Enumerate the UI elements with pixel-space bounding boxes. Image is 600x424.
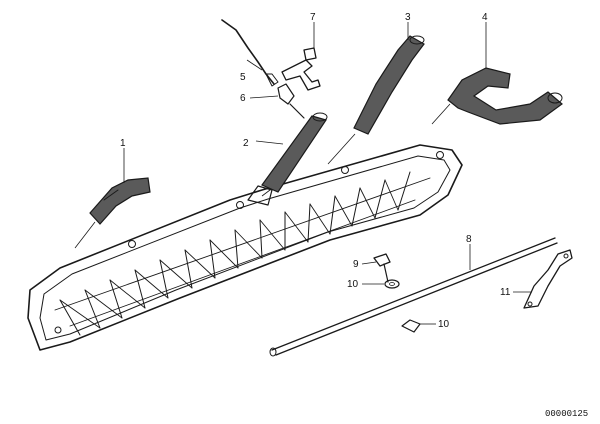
callout-3: 3	[405, 12, 411, 23]
cylinder-head-cover	[27, 144, 463, 351]
part-8-rod	[269, 237, 558, 357]
part-10-washer-upper	[362, 279, 400, 289]
part-1-elbow-hose	[74, 148, 151, 249]
callout-6: 6	[240, 93, 246, 104]
callout-10-upper: 10	[347, 279, 359, 290]
callout-4: 4	[482, 12, 488, 23]
callout-labels: 1 2 3 4 5 6 7 8 9 10 10 11	[120, 12, 511, 330]
callout-10-lower: 10	[438, 319, 450, 330]
callout-5: 5	[240, 72, 246, 83]
part-3-curved-hose	[327, 22, 425, 165]
part-11-bracket	[513, 249, 573, 309]
part-2-straight-hose	[255, 112, 328, 197]
part-10-washer-lower	[401, 319, 436, 333]
part-4-s-hose	[431, 22, 563, 125]
part-7-t-piece	[281, 22, 321, 91]
callout-9: 9	[353, 259, 359, 270]
callout-8: 8	[466, 234, 472, 245]
callout-11: 11	[500, 287, 511, 298]
document-number: 00000125	[545, 409, 588, 419]
part-5-cable	[221, 19, 279, 87]
callout-1: 1	[120, 138, 126, 149]
part-6-connector	[249, 83, 305, 119]
part-9-screw	[361, 253, 391, 283]
callout-7: 7	[310, 12, 316, 23]
callout-2: 2	[243, 138, 249, 149]
